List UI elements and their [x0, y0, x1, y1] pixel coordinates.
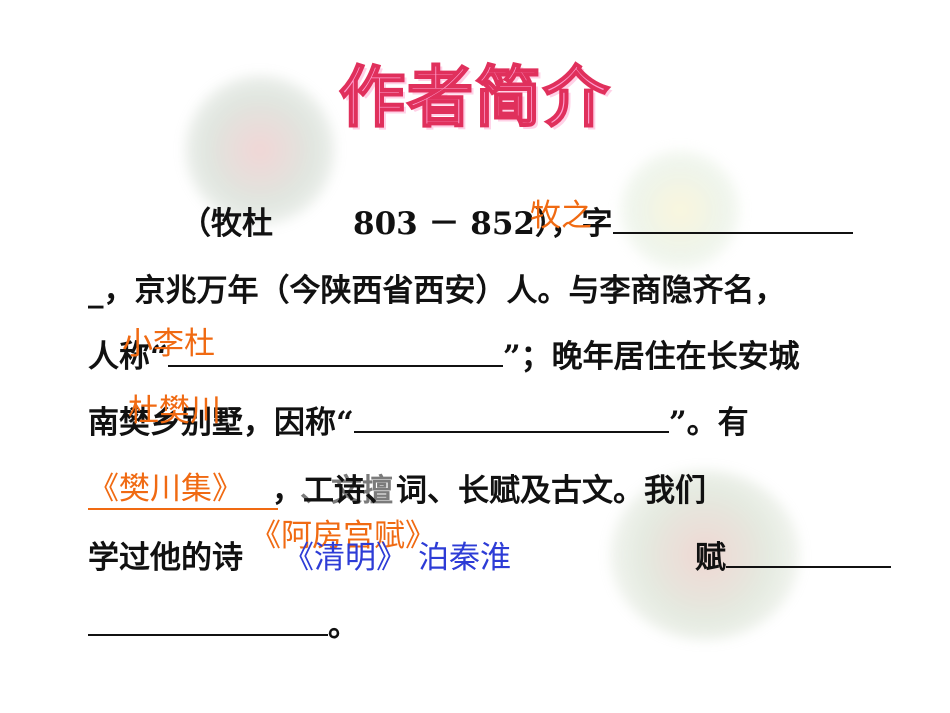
text-line-3: 人称“ ”；晚年居住在长安城: [88, 331, 800, 376]
text-line-5-end: 、长赋及古文。我们: [427, 473, 706, 509]
answer-xiaodu: 小李杜: [122, 326, 215, 362]
answer-qingming: 《清明》: [283, 540, 407, 576]
author-dates: 803 － 852）: [353, 206, 551, 242]
text-line-3-end: ”；晚年居住在长安城: [502, 339, 800, 375]
blank-zi[interactable]: [612, 202, 853, 234]
answer-zi: 牧之: [530, 198, 592, 234]
text-line-3-start: 人称“: [88, 339, 168, 375]
text-line-7: 。: [88, 600, 359, 645]
author-name: （牧杜: [180, 206, 273, 242]
page-title: 作者简介: [338, 58, 611, 137]
text-line-4: 南樊乡别墅，因称“ ”。有: [88, 397, 749, 442]
answer-bo: 泊秦淮: [418, 540, 511, 576]
text-line-5: ，工诗、词、长赋及古文。我们: [272, 465, 706, 510]
text-line-2: _，京兆万年（今陕西省西安）人。与李商隐齐名，: [88, 265, 786, 310]
text-fu: 赋: [695, 532, 891, 577]
text-line-1: （牧杜 803 － 852），字: [180, 198, 853, 243]
blank-nickname[interactable]: [167, 335, 503, 367]
blank-fanchuan[interactable]: [353, 401, 669, 433]
flower-decoration-topleft: [185, 75, 335, 225]
text-line-6: 学过他的诗: [88, 532, 243, 577]
blank-fu-continued[interactable]: [88, 604, 328, 636]
blank-fu[interactable]: [726, 536, 891, 568]
text-period: 。: [328, 608, 359, 644]
text-line-4-start: 南樊乡别墅，因称“: [88, 405, 354, 441]
flower-decoration-right: [610, 470, 800, 640]
answer-afang: 《阿房宫赋》: [250, 518, 436, 554]
text-line-4-end: ”。有: [668, 405, 749, 441]
text-fu-label: 赋: [695, 540, 726, 576]
flower-decoration-center: [620, 150, 740, 270]
li-shangyin: 李商隐: [599, 273, 693, 309]
text-line-2-start: _，京兆万年（今陕西省西安）人。与: [88, 273, 600, 309]
text-ci: 、词: [365, 473, 427, 509]
answer-fanchuan: 杜樊川: [128, 393, 221, 429]
text-line-6-start: 学过他的诗: [88, 540, 243, 576]
text-line-2-end: 齐名，: [692, 273, 786, 309]
answer-shici: 、文擅: [300, 473, 393, 509]
text-zi: ，字: [550, 206, 613, 242]
answer-book: 《樊川集》: [88, 463, 278, 510]
text-gongshi: ，工诗: [272, 473, 365, 509]
